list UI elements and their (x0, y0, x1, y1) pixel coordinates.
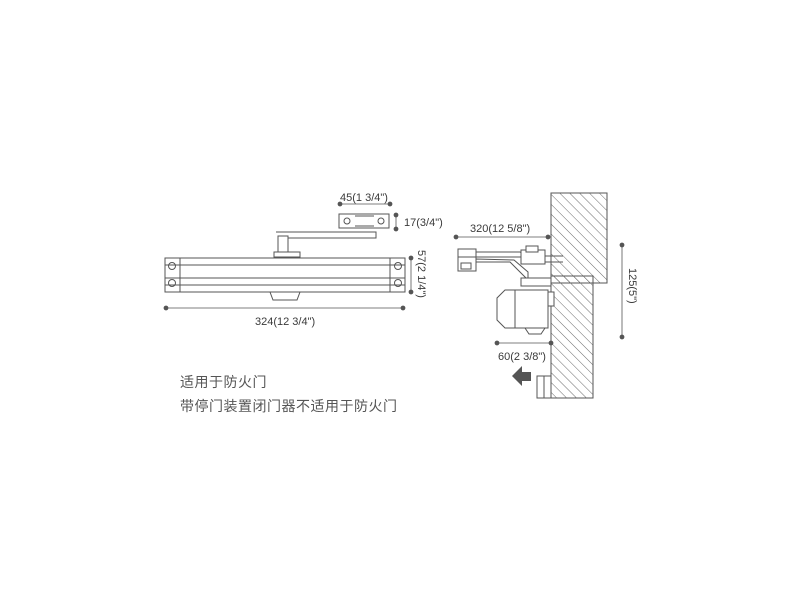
dim-arm-reach-label: 320(12 5/8") (470, 223, 530, 235)
frame-hatched (550, 192, 608, 284)
dim-wall-height-label: 125(5") (626, 268, 638, 304)
direction-arrow-icon (512, 366, 531, 386)
note-fire-door-suitable: 适用于防火门 (180, 375, 267, 391)
hinge-post (536, 375, 552, 399)
dim-offset (494, 340, 554, 346)
dim-top-height-label: 17(3/4") (404, 217, 443, 229)
note-hold-open-not-suitable: 带停门装置闭门器不适用于防火门 (180, 399, 398, 415)
dim-body-height (408, 255, 414, 295)
dim-offset-label: 60(2 3/8") (498, 351, 546, 363)
dim-wall-height (619, 242, 625, 340)
dim-top-height (393, 212, 399, 232)
dim-body-length-label: 324(12 3/4") (255, 316, 315, 328)
dim-body-length (163, 305, 406, 311)
closer-front-view (164, 213, 406, 301)
closer-side-view (496, 277, 555, 335)
dim-body-height-label: 57(2 1/4") (415, 250, 427, 298)
dim-top-width (337, 201, 393, 207)
wall-hatched (550, 275, 594, 399)
dim-arm-reach (453, 234, 551, 240)
arm-side-view (457, 245, 563, 282)
dim-top-width-label: 45(1 3/4") (340, 192, 388, 204)
